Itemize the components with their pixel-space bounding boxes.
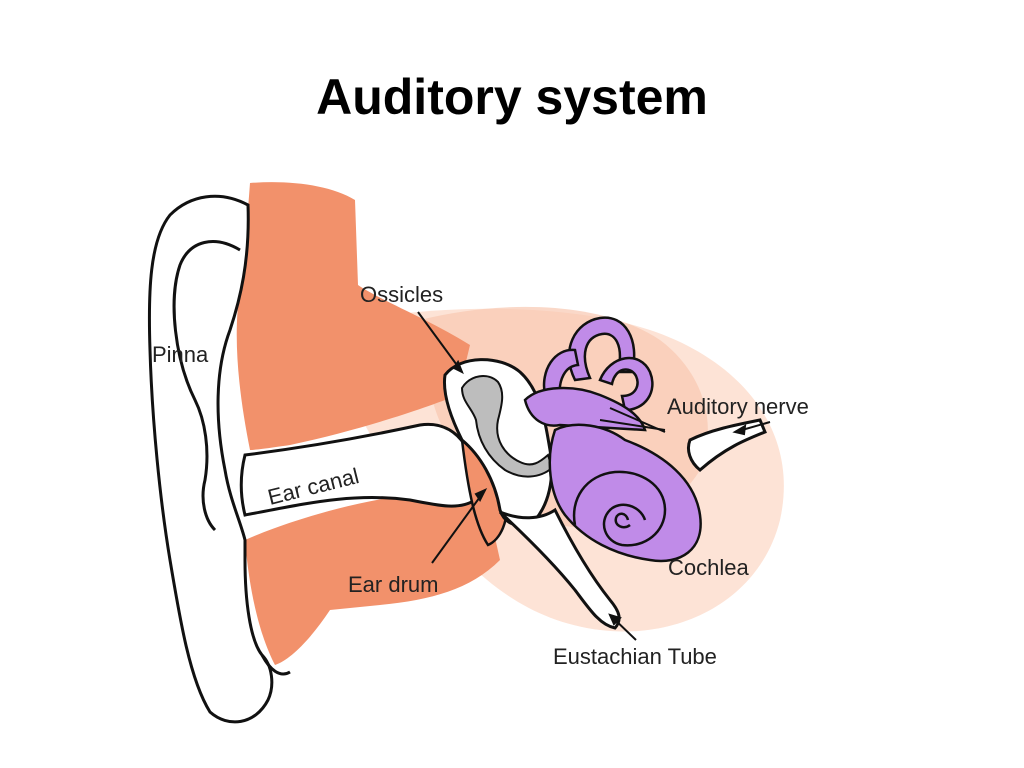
- label-ossicles: Ossicles: [360, 282, 443, 307]
- label-auditory-nerve: Auditory nerve: [667, 394, 809, 419]
- eustachian-tube: [498, 507, 621, 630]
- label-pinna: Pinna: [152, 342, 209, 367]
- pinna-lobe: [260, 654, 291, 676]
- slide-title: Auditory system: [316, 69, 708, 125]
- inner-ear: [523, 316, 702, 563]
- ossicles-arrowhead: [452, 359, 464, 375]
- label-pointers: [417, 311, 771, 641]
- skull-tissue-upper: [236, 182, 470, 450]
- eustachian-arrowhead: [608, 613, 622, 626]
- label-eustachian-tube: Eustachian Tube: [553, 644, 717, 669]
- auditory-nerve-pointer-2: [609, 407, 666, 433]
- label-ear-drum: Ear drum: [348, 572, 438, 597]
- cochlea-spiral: [572, 470, 667, 547]
- pinna-inner-fold: [172, 240, 241, 532]
- pinna-outline: [147, 194, 274, 724]
- auditory-nerve-arrowhead: [732, 424, 747, 436]
- ear-drum-pointer: [431, 489, 486, 564]
- ear-canal: [239, 422, 477, 517]
- auditory-nerve: [686, 418, 767, 472]
- semicircular-canal-2: [542, 348, 580, 400]
- ossicles-pointer: [417, 311, 463, 373]
- vestibule: [523, 386, 647, 432]
- ossicles-shape: [460, 375, 554, 478]
- ear-drum-arrowhead: [474, 487, 488, 502]
- skull-tissue-lower: [245, 494, 500, 665]
- cochlea-body: [548, 423, 702, 563]
- label-cochlea: Cochlea: [668, 555, 749, 580]
